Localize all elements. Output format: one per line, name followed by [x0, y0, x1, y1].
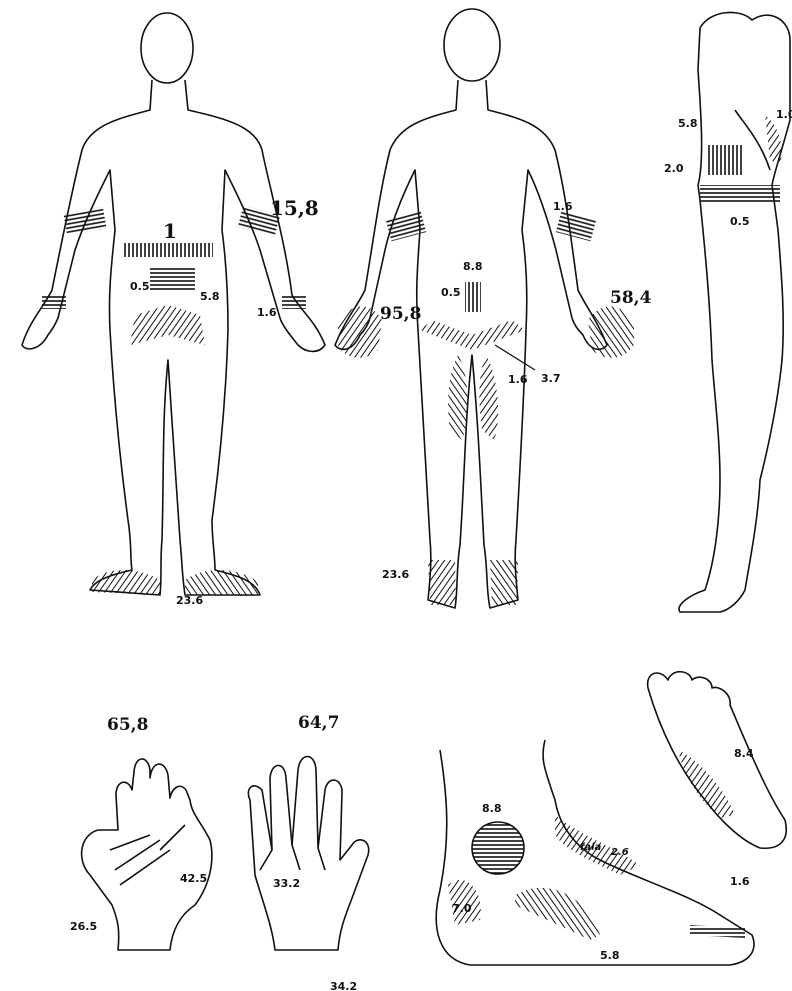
label-side-shoulder: 1.0 [776, 108, 792, 121]
label-front-feet: 23.6 [382, 568, 409, 581]
label-back-lumbar: 0.5 [130, 280, 150, 293]
label-foot-heel: 7.0 [452, 902, 472, 915]
back-hand-figure [248, 757, 368, 951]
label-front-groin: 3.7 [541, 372, 561, 385]
label-back-arm: 15,8 [270, 196, 319, 220]
label-side-upper-arm: 5.8 [678, 117, 698, 130]
label-back-feet: 23.6 [176, 594, 203, 607]
label-palm-fingers: 65,8 [107, 715, 148, 735]
label-front-pubic-side: 0.5 [441, 286, 461, 299]
label-back-wrist: 1.6 [257, 306, 277, 319]
label-foot-ankle: 8.8 [482, 802, 502, 815]
label-front-pubic: 8.8 [463, 260, 483, 273]
label-foot-toes: 1.6 [730, 875, 750, 888]
label-backhand-fingers: 64,7 [298, 713, 339, 733]
label-front-thigh: 1.6 [508, 373, 528, 386]
label-foot-instep: 2.6 [611, 847, 629, 858]
label-sole: 8.4 [734, 747, 754, 760]
label-side-waist: 0.5 [730, 215, 750, 228]
label-backhand-dorsum: 33.2 [273, 877, 300, 890]
side-view-figure [679, 12, 790, 612]
sole-figure [648, 672, 787, 849]
label-palm-thenar: 26.5 [70, 920, 97, 933]
label-backhand-knuckles: 34.2 [330, 980, 357, 991]
label-back-flank: 5.8 [200, 290, 220, 303]
label-side-axilla: 2.0 [664, 162, 684, 175]
palm-figure [82, 759, 212, 950]
label-back-mid: 1 [163, 219, 177, 243]
label-foot-instep-prefix: fala [580, 842, 602, 853]
label-front-hand-left: 95,8 [380, 304, 421, 324]
label-front-hand-right: 58,4 [610, 288, 652, 308]
back-view-figure [22, 13, 325, 596]
label-front-forearm: 1.6 [553, 200, 573, 213]
label-foot-sole: 5.8 [600, 949, 620, 962]
label-palm-center: 42.5 [180, 872, 207, 885]
